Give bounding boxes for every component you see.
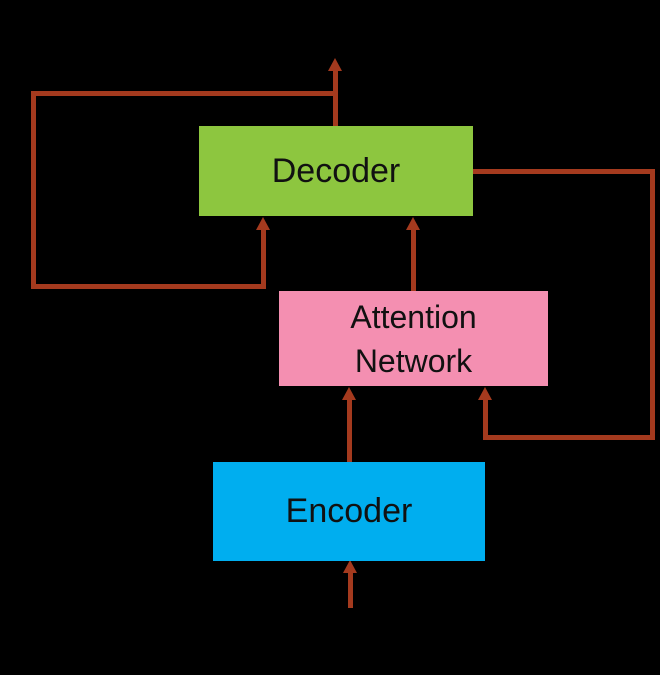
feedback-loop-left-vertical-line [31, 91, 36, 289]
attention-network-node: Attention Network [279, 291, 548, 386]
feedback-loop-left-arrowhead-icon [256, 217, 270, 230]
decoder-output-arrow-line [333, 70, 338, 126]
decoder-label: Decoder [271, 151, 401, 190]
decoder-node: Decoder [199, 126, 473, 216]
feedback-loop-right-rise-line [483, 399, 488, 440]
feedback-loop-right-vertical-line [650, 169, 655, 440]
encoder-label: Encoder [285, 492, 413, 531]
input-to-encoder-arrow-line [348, 572, 353, 608]
decoder-output-arrowhead-icon [328, 58, 342, 71]
encoder-to-attention-arrow-line [347, 399, 352, 462]
encoder-node: Encoder [213, 462, 485, 561]
feedback-loop-right-arrowhead-icon [478, 387, 492, 400]
attention-to-decoder-arrowhead-icon [406, 217, 420, 230]
attention-label-line2: Network [354, 342, 473, 379]
attention-to-decoder-arrow-line [411, 229, 416, 291]
input-to-encoder-arrowhead-icon [343, 560, 357, 573]
encoder-to-attention-arrowhead-icon [342, 387, 356, 400]
feedback-loop-left-top-line [31, 91, 338, 96]
feedback-loop-right-top-line [473, 169, 655, 174]
feedback-loop-right-bottom-line [485, 435, 655, 440]
feedback-loop-left-rise-line [261, 229, 266, 289]
attention-label-line1: Attention [350, 298, 477, 335]
feedback-loop-left-bottom-line [31, 284, 266, 289]
